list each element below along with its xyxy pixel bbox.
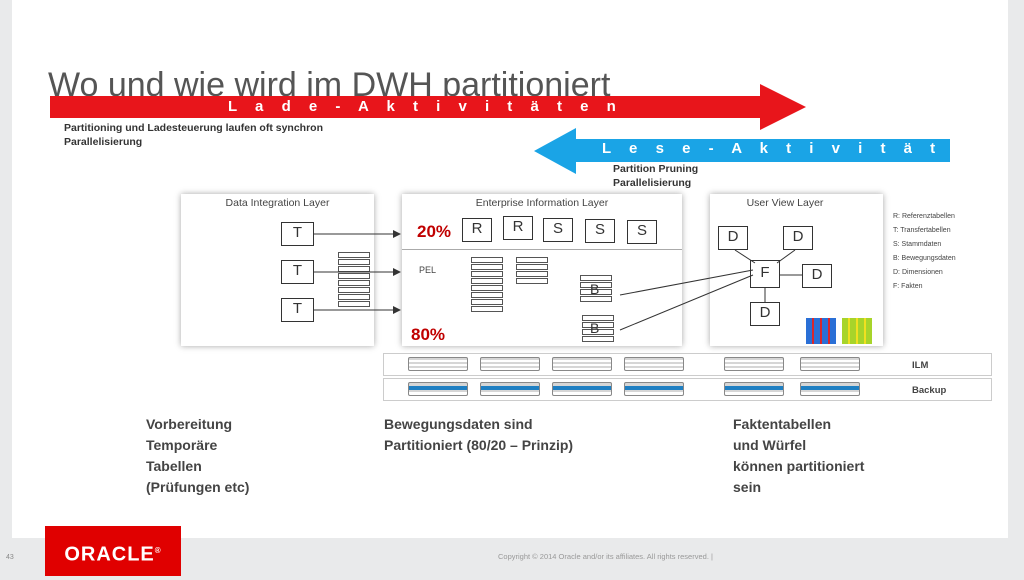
enterprise-information-layer (402, 194, 682, 346)
caption-left: Vorbereitung Temporäre Tabellen (Prüfung… (146, 414, 249, 498)
backup-disk-1 (408, 382, 468, 396)
backup-disk-2 (480, 382, 540, 396)
legend-item-t: T: Transfertabellen (893, 227, 951, 234)
read-note-1: Partition Pruning (613, 163, 699, 175)
ilm-disk-6 (800, 357, 860, 371)
backup-label: Backup (912, 385, 947, 396)
uvl-node-d3: D (802, 264, 832, 288)
caption-middle-line-1: Bewegungsdaten sind (384, 416, 533, 432)
caption-right-line-4: sein (733, 479, 762, 495)
ilm-disk-5 (724, 357, 784, 371)
uvl-node-d1: D (718, 226, 748, 250)
dil-title: Data Integration Layer (225, 197, 330, 209)
eil-pct-top: 20% (417, 222, 452, 241)
ilm-disk-3 (552, 357, 612, 371)
eil-node-s2: S (585, 219, 615, 243)
eil-b-stack-2 (582, 315, 614, 343)
backup-disk-6 (800, 382, 860, 396)
dil-node-t3: T (281, 298, 314, 322)
ilm-label: ILM (912, 360, 929, 371)
load-note-1: Partitioning und Ladesteuerung laufen of… (64, 122, 324, 134)
caption-left-line-4: (Prüfungen etc) (146, 479, 250, 495)
caption-right-line-2: und Würfel (733, 437, 807, 453)
cube-icon-2 (842, 318, 872, 344)
eil-node-s1: S (543, 218, 573, 242)
read-arrow (534, 128, 950, 174)
eil-node-r2: R (503, 216, 533, 240)
backup-disk-3 (552, 382, 612, 396)
eil-node-s3: S (627, 220, 657, 244)
eil-b-label-2: B (590, 320, 600, 336)
load-arrow (50, 84, 806, 130)
dil-node-t1: T (281, 222, 314, 246)
backup-strip (383, 378, 992, 401)
caption-middle-line-2: Partitioniert (80/20 – Prinzip) (384, 437, 574, 453)
caption-right-line-3: können partitioniert (733, 458, 865, 474)
legend-item-s: S: Stammdaten (893, 241, 942, 248)
read-note-2: Parallelisierung (613, 177, 692, 189)
legend-item-r: R: Referenztabellen (893, 213, 955, 220)
uvl-node-d4: D (750, 302, 780, 326)
eil-divider (402, 249, 682, 250)
uvl-node-d2: D (783, 226, 813, 250)
caption-middle: Bewegungsdaten sind Partitioniert (80/20… (384, 414, 573, 456)
oracle-logo-text: ORACLE (64, 543, 155, 566)
eil-pel-label: PEL (419, 265, 437, 275)
page-number: 43 (6, 554, 14, 561)
dil-table-stack (338, 252, 370, 308)
read-arrow-label: L e s e - A k t i v i t ä t e n (602, 140, 996, 157)
oracle-logo: ORACLE® (45, 526, 181, 576)
uvl-node-f: F (750, 260, 780, 288)
eil-b-label-1: B (590, 281, 600, 297)
eil-table-stack-1 (471, 257, 503, 313)
eil-pct-bottom: 80% (411, 325, 446, 344)
caption-right-line-1: Faktentabellen (733, 416, 832, 432)
uvl-title: User View Layer (746, 197, 824, 209)
ilm-strip (383, 353, 992, 376)
ilm-disk-2 (480, 357, 540, 371)
eil-b-stack-1 (580, 275, 612, 303)
legend-item-d: D: Dimensionen (893, 269, 943, 276)
caption-left-line-2: Temporäre (146, 437, 218, 453)
backup-disk-4 (624, 382, 684, 396)
cube-icon-1 (806, 318, 836, 344)
load-arrow-label: L a d e - A k t i v i t ä t e n (228, 98, 623, 115)
eil-table-stack-2 (516, 257, 548, 285)
load-note-2: Parallelisierung (64, 136, 143, 148)
ilm-disk-4 (624, 357, 684, 371)
legend: R: Referenztabellen T: Transfertabellen … (893, 210, 956, 294)
caption-left-line-3: Tabellen (146, 458, 202, 474)
eil-title: Enterprise Information Layer (475, 197, 609, 209)
dil-node-t2: T (281, 260, 314, 284)
legend-item-b: B: Bewegungsdaten (893, 255, 956, 262)
oracle-logo-registered: ® (154, 546, 162, 555)
caption-left-line-1: Vorbereitung (146, 416, 233, 432)
caption-right: Faktentabellen und Würfel können partiti… (733, 414, 864, 498)
copyright-text: Copyright © 2014 Oracle and/or its affil… (498, 552, 713, 561)
backup-disk-5 (724, 382, 784, 396)
ilm-disk-1 (408, 357, 468, 371)
legend-item-f: F: Fakten (893, 283, 923, 290)
eil-node-r1: R (462, 218, 492, 242)
